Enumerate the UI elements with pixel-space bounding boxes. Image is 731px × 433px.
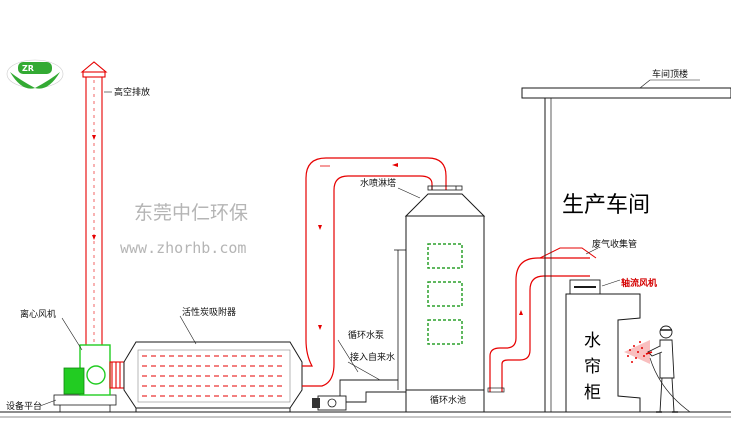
- label-circulation-pool: 循环水池: [430, 394, 466, 406]
- tower-window: [427, 243, 463, 269]
- centrifugal-fan: [53, 344, 117, 412]
- water-curtain-cabinet: 水 帘 柜: [565, 279, 641, 413]
- label-platform: 设备平台: [6, 400, 42, 412]
- tower-window: [427, 281, 463, 307]
- pump-icon: [327, 398, 337, 408]
- workshop-building: [521, 87, 731, 412]
- label-circulation-pump: 循环水泵: [348, 329, 384, 341]
- logo-leaf-icon: [10, 72, 35, 89]
- fan-adsorber-duct: [109, 361, 125, 389]
- label-roof: 车间顶楼: [652, 68, 688, 80]
- worker-figure: [645, 325, 691, 413]
- label-waste-gas-pipe: 废气收集管: [592, 238, 637, 250]
- fan-rotor-icon: [86, 365, 106, 385]
- exhaust-stack: [80, 61, 108, 345]
- company-logo: ZR: [6, 59, 64, 89]
- circulation-pump: [312, 379, 406, 411]
- spray-mist: [624, 340, 650, 364]
- tower-window: [427, 319, 463, 345]
- watermark-company: 东莞中仁环保: [134, 202, 248, 224]
- label-tap-water: 接入自来水: [350, 351, 395, 363]
- label-water-curtain-1: 水: [584, 331, 601, 351]
- label-water-curtain-3: 柜: [584, 383, 601, 403]
- label-spray-tower: 水喷淋塔: [360, 177, 396, 189]
- watermark-website: www.zhorhb.com: [120, 239, 246, 257]
- label-workshop: 生产车间: [562, 193, 650, 218]
- label-high-altitude-exhaust: 高空排放: [114, 86, 150, 98]
- tower-outlet-duct: [302, 157, 447, 387]
- activated-carbon-adsorber: [123, 341, 303, 412]
- label-axial-fan: 轴流风机: [621, 277, 657, 289]
- logo-text: ZR: [22, 64, 34, 73]
- label-centrifugal-fan: 离心风机: [20, 308, 56, 320]
- waste-gas-duct: [487, 247, 597, 393]
- circulation-pool: [405, 389, 485, 413]
- spray-tower: [394, 193, 486, 413]
- label-activated-carbon: 活性炭吸附器: [182, 306, 236, 318]
- label-water-curtain-2: 帘: [584, 357, 601, 377]
- workshop-roof: [521, 87, 731, 99]
